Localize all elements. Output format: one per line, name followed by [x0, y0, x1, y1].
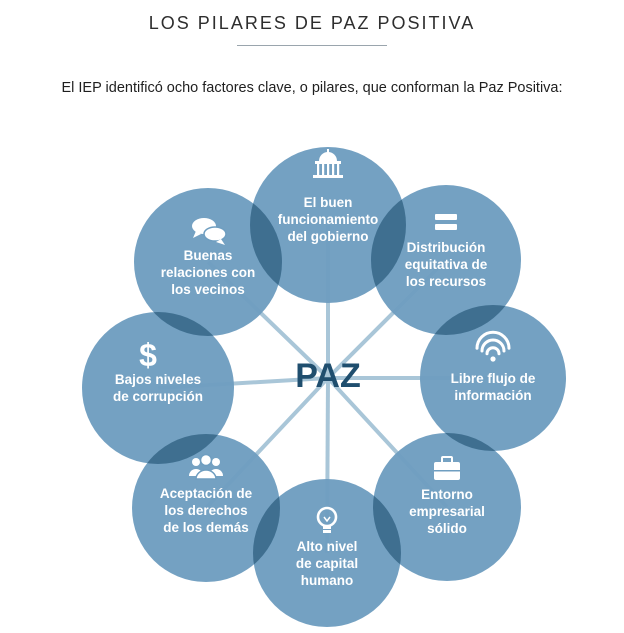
pillar-label: Alto nivel de capital humano — [296, 539, 358, 588]
pillar-label-line: sólido — [427, 521, 467, 536]
pillar-label-line: del gobierno — [288, 229, 369, 244]
pillar-label-line: equitativa de — [405, 257, 488, 272]
pillar-label-line: los vecinos — [171, 282, 245, 297]
pillar-label-line: humano — [301, 573, 354, 588]
pillar-label: Distribución equitativa de los recursos — [405, 240, 488, 289]
pillar-label-line: El buen — [304, 195, 353, 210]
pillar-label-line: Aceptación de — [160, 486, 253, 501]
pillar-circle — [253, 479, 401, 627]
pillar-label: Entorno empresarial sólido — [409, 487, 485, 536]
pillar-label-line: los recursos — [406, 274, 486, 289]
pillar-label-line: Alto nivel — [297, 539, 358, 554]
pillar-label: Libre flujo de información — [451, 371, 536, 403]
pillar-circle — [82, 312, 234, 464]
equals-icon — [435, 214, 457, 230]
capitol-icon — [313, 149, 343, 178]
pillar-label: Aceptación de los derechos de los demás — [160, 486, 253, 535]
chat-bubbles-icon — [192, 218, 227, 245]
pillar-circle — [132, 434, 280, 582]
pillar-label-line: Entorno — [421, 487, 473, 502]
pillar-label: Bajos niveles de corrupción — [113, 372, 203, 404]
pillar-label: Buenas relaciones con los vecinos — [161, 248, 256, 297]
pillar-circle — [420, 305, 566, 451]
pillar-circle — [371, 185, 521, 335]
title-underline — [237, 45, 387, 46]
pillar-label-line: de capital — [296, 556, 358, 571]
pillar-circle — [373, 433, 521, 581]
pillar-label-line: relaciones con — [161, 265, 256, 280]
pillar-label-line: de corrupción — [113, 389, 203, 404]
page-title: LOS PILARES DE PAZ POSITIVA — [148, 13, 476, 33]
pillar-label-line: Bajos niveles — [115, 372, 201, 387]
pillar-label-line: Distribución — [407, 240, 486, 255]
pillar-label-line: información — [454, 388, 531, 403]
center-label: PAZ — [295, 357, 360, 395]
pillar-circles — [82, 147, 566, 627]
briefcase-icon — [434, 456, 460, 480]
intro-text: El IEP identificó ocho factores clave, o… — [61, 80, 563, 96]
pillar-circle — [134, 188, 282, 336]
svg-text:$: $ — [139, 337, 157, 373]
pillar-circle — [250, 147, 406, 303]
pillar-label-line: funcionamiento — [278, 212, 379, 227]
pillar-label-line: de los demás — [163, 520, 249, 535]
people-icon — [189, 453, 223, 480]
pillar-label-line: Libre flujo de — [451, 371, 536, 386]
lightbulb-icon — [316, 506, 338, 533]
pillar-label-line: Buenas — [184, 248, 233, 263]
pillar-label-line: los derechos — [164, 503, 247, 518]
pillar-label: El buen funcionamiento del gobierno — [278, 195, 379, 244]
pillar-labels: El buen funcionamiento del gobiernoDistrib… — [113, 149, 536, 588]
pillar-label-line: empresarial — [409, 504, 485, 519]
dollar-icon: $ — [139, 337, 157, 373]
wifi-icon — [475, 330, 511, 362]
